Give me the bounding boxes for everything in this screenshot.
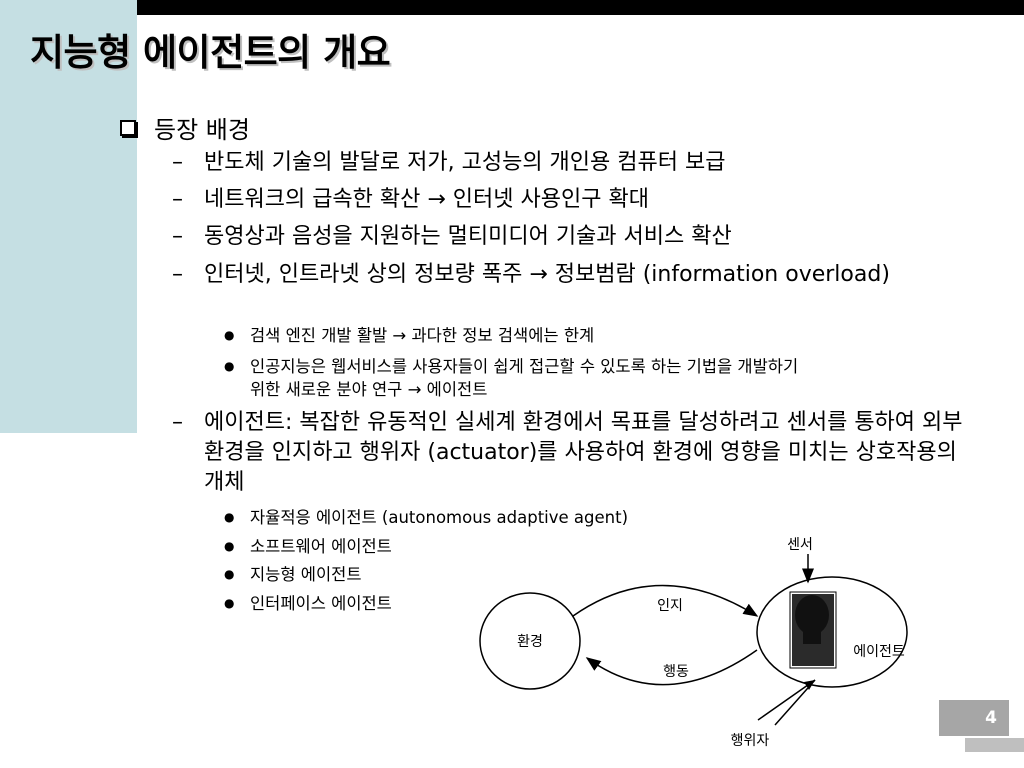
environment-label: 환경 <box>517 634 543 650</box>
agent-label: 에이전트 <box>853 644 905 660</box>
dot-bullet: ● <box>224 359 235 373</box>
dot-bullet: ● <box>224 328 235 342</box>
actuator-arrow <box>757 679 816 726</box>
perceive-label: 인지 <box>657 598 683 614</box>
dot-bullet: ● <box>224 596 235 610</box>
agent-figure-icon <box>789 591 837 669</box>
sub-list-item-text: 인터페이스 에이전트 <box>250 594 392 613</box>
action-label: 행동 <box>663 664 689 680</box>
dot-bullet: ● <box>224 510 235 524</box>
actuator-label: 행위자 <box>731 733 770 749</box>
square-bullet-icon <box>120 120 136 136</box>
environment-circle <box>479 592 581 690</box>
slide-title: 지능형 에이전트의 개요 <box>30 31 391 74</box>
sensor-label: 센서 <box>787 537 813 553</box>
list-item-text: 인터넷, 인트라넷 상의 정보량 폭주 → 정보범람 (information … <box>204 262 890 287</box>
sub-list-item-text: 자율적응 에이전트 (autonomous adaptive agent) <box>250 508 629 527</box>
dash-bullet: – <box>172 410 183 435</box>
sub-list-item-text: 인공지능은 웹서비스를 사용자들이 쉽게 접근할 수 있도록 하는 기법을 개발… <box>250 357 799 376</box>
sub-list-item-text: 소프트웨어 에이전트 <box>250 537 392 556</box>
perceive-arrow <box>572 584 759 617</box>
dash-bullet: – <box>172 262 183 287</box>
page-number-box: 4 <box>939 700 1009 736</box>
dash-bullet: – <box>172 224 183 249</box>
top-bar <box>35 0 1024 15</box>
side-panel <box>0 0 137 433</box>
action-arrow <box>585 649 758 686</box>
section-heading-label: 등장 배경 <box>154 116 250 144</box>
sub-list-item-text: 지능형 에이전트 <box>250 565 362 584</box>
list-item-text: 반도체 기술의 발달로 저가, 고성능의 개인용 컴퓨터 보급 <box>204 150 726 175</box>
list-item-text: 에이전트: 복잡한 유동적인 실세계 환경에서 목표를 달성하려고 센서를 통하… <box>204 410 963 495</box>
dash-bullet: – <box>172 187 183 212</box>
dot-bullet: ● <box>224 567 235 581</box>
actuator-arrowhead <box>804 680 815 690</box>
list-item-text: 네트워크의 급속한 확산 → 인터넷 사용인구 확대 <box>204 187 649 212</box>
agent-diagram: 환경 에이전트 인지 행동 센서 행위자 <box>479 537 908 749</box>
list-item-text: 동영상과 음성을 지원하는 멀티미디어 기술과 서비스 확산 <box>204 224 732 249</box>
dot-bullet: ● <box>224 539 235 553</box>
sub-list-item-text: 검색 엔진 개발 활발 → 과다한 정보 검색에는 한계 <box>250 326 595 345</box>
dash-bullet: – <box>172 150 183 175</box>
page-footer-bar <box>965 738 1024 752</box>
section-heading: 등장 배경 <box>120 110 250 145</box>
sub-list-item-text: 위한 새로운 분야 연구 → 에이전트 <box>250 380 488 399</box>
page-number: 4 <box>985 708 997 728</box>
